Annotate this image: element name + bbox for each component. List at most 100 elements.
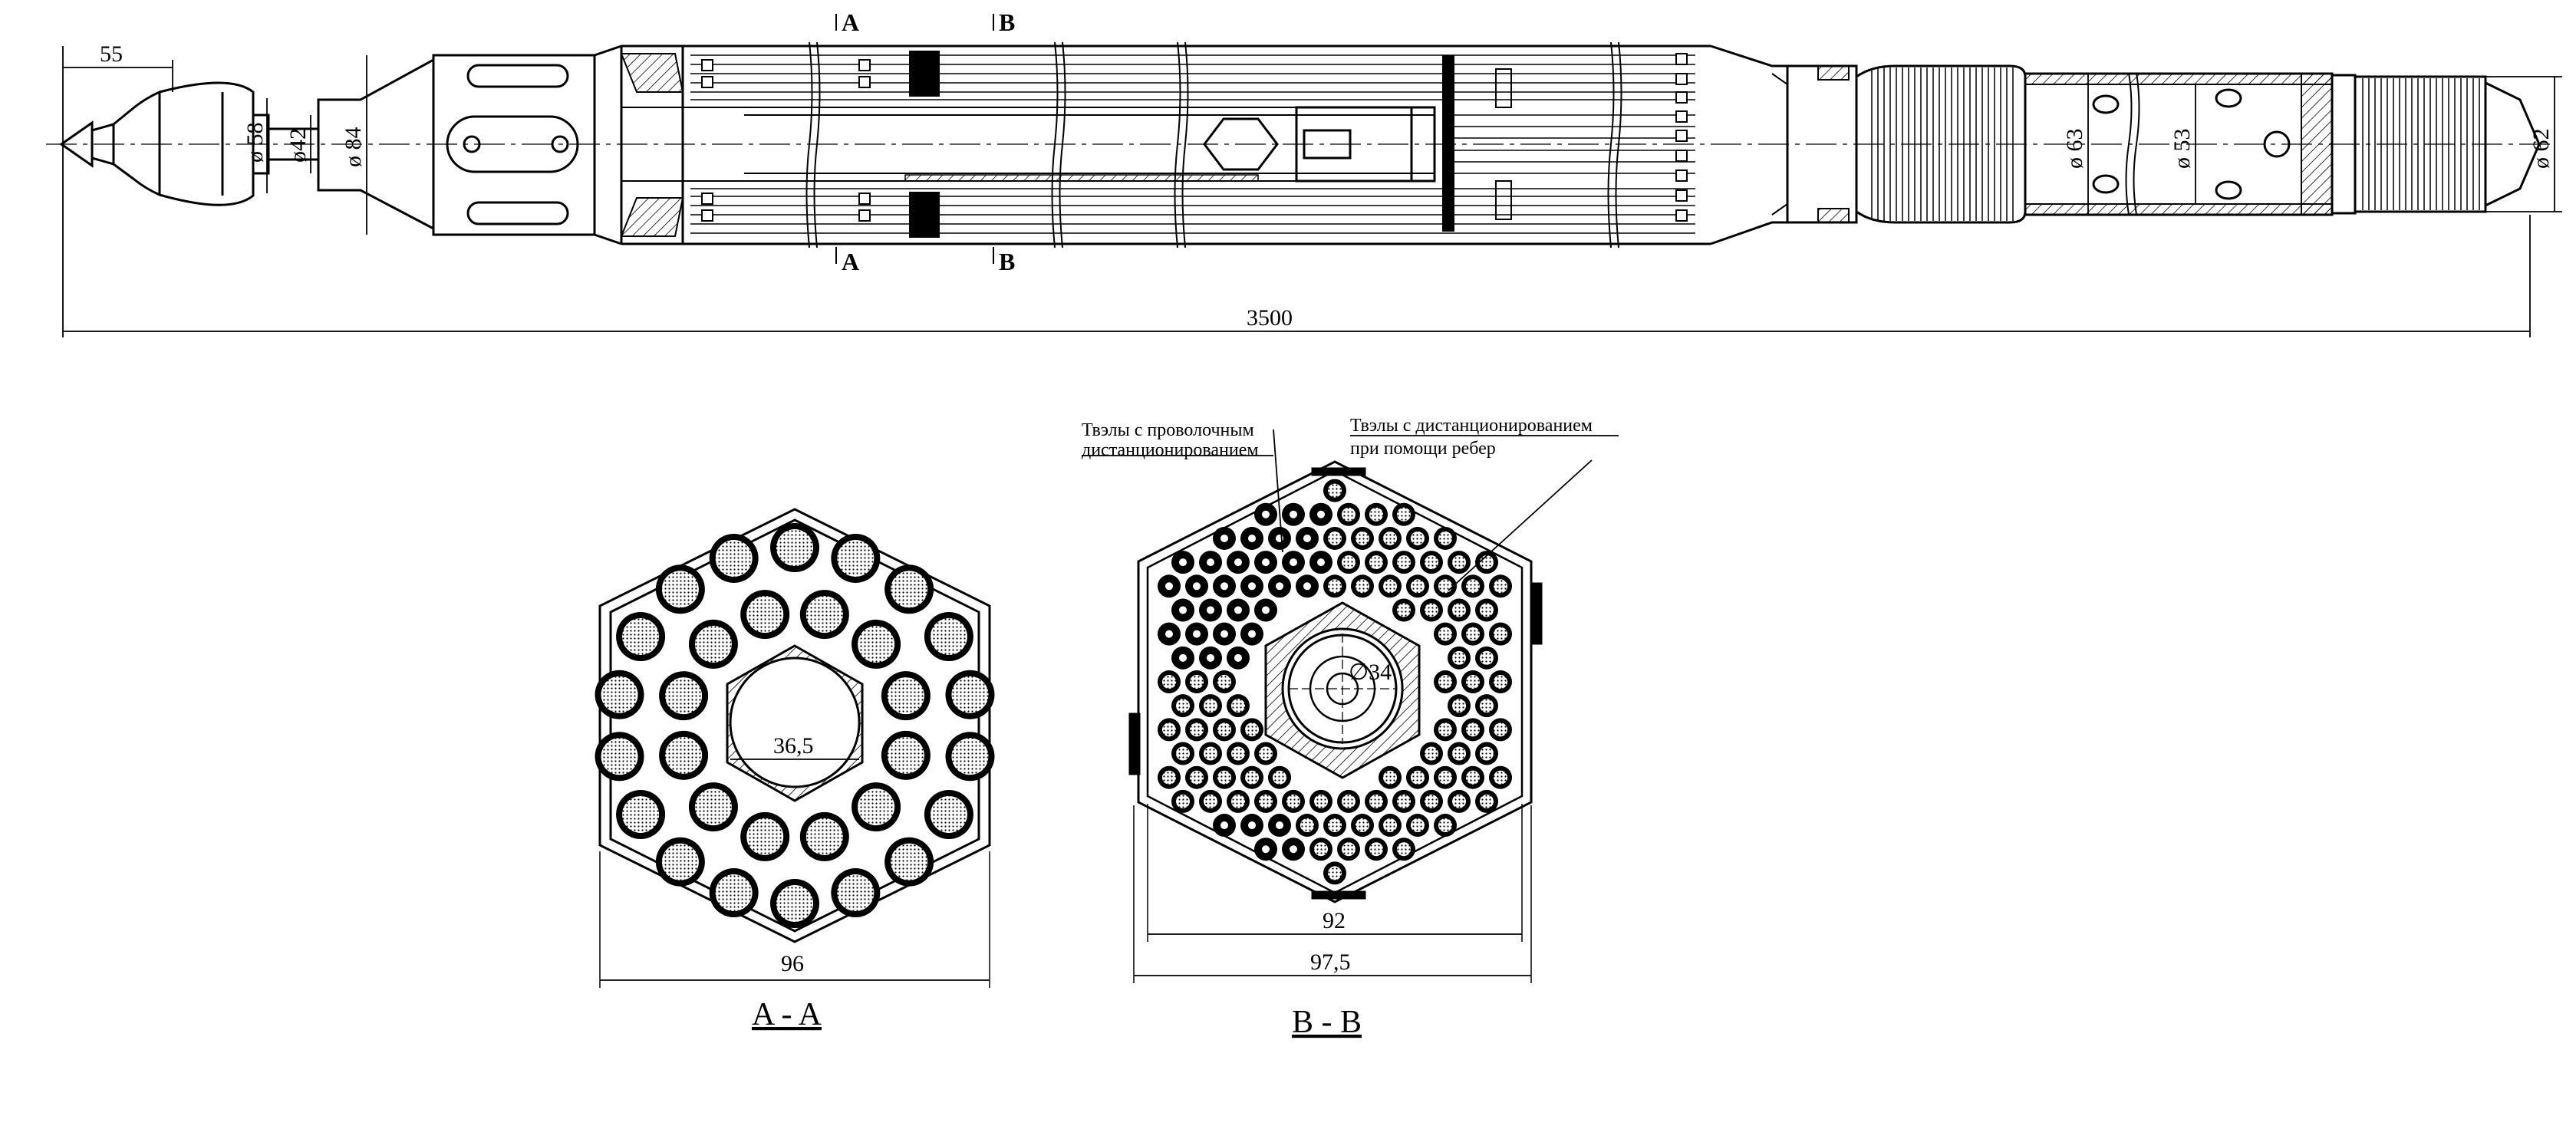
- aa-fuel-pellet: [746, 596, 784, 634]
- bb-fuel-pellet: [1176, 794, 1190, 808]
- bb-fuel-pellet: [1411, 531, 1425, 545]
- bb-spacer-pad: [1530, 582, 1543, 645]
- bb-fuel-pellet: [1438, 579, 1452, 594]
- bb-fuel-pellet: [1342, 794, 1356, 808]
- bb-fuel-pellet: [1300, 818, 1314, 833]
- section-lines: [835, 14, 994, 264]
- bb-fuel-pellet: [1314, 794, 1328, 808]
- bb-fuel-pellet: [1466, 627, 1480, 641]
- aa-fuel-pellet: [858, 625, 895, 663]
- bb-fuel-pellet: [1356, 579, 1369, 594]
- bb-note-wire-line2: дистанционированием: [1082, 440, 1259, 460]
- aa-fuel-pellet: [951, 676, 989, 713]
- bb-fuel-pellet: [1231, 746, 1245, 761]
- bb-rod-core: [1290, 510, 1297, 518]
- bb-rod-core: [1262, 845, 1270, 854]
- dim-d63: ø 63: [2062, 129, 2087, 169]
- rod-end-plugs: [701, 53, 1688, 222]
- section-marker-b-top: B: [999, 8, 1015, 36]
- bb-fuel-pellet: [1397, 842, 1411, 857]
- aa-fuel-pellet: [601, 738, 638, 775]
- bb-note-rib-line1: Твэлы с дистанционированием: [1350, 416, 1593, 436]
- tail-tube: [2024, 72, 2334, 216]
- bb-fuel-pellet: [1383, 579, 1397, 594]
- bb-fuel-pellet: [1204, 794, 1217, 808]
- bb-rod-core: [1317, 558, 1325, 567]
- aa-fuel-pellet: [661, 571, 699, 608]
- bb-fuel-pellet: [1494, 627, 1507, 641]
- aa-fuel-pellet: [891, 843, 928, 880]
- bb-fuel-pellet: [1438, 675, 1452, 689]
- bb-fuel-pellet: [1176, 746, 1190, 761]
- bb-title: B - B: [1292, 1005, 1362, 1040]
- bb-fuel-pellet: [1411, 579, 1425, 594]
- bb-fuel-pellet: [1369, 842, 1383, 857]
- bb-rod-core: [1220, 534, 1228, 542]
- aa-fuel-pellet: [715, 539, 753, 577]
- bb-fuel-pellet: [1438, 770, 1452, 785]
- bb-fuel-pellet: [1162, 722, 1176, 737]
- bb-fuel-pellet: [1452, 650, 1466, 665]
- bb-fuel-rods: [1158, 479, 1512, 885]
- bb-fuel-pellet: [1342, 842, 1356, 857]
- aa-fuel-pellet: [665, 736, 703, 774]
- bb-fuel-pellet: [1369, 507, 1383, 522]
- bb-rod-core: [1303, 534, 1311, 542]
- bb-fuel-pellet: [1204, 699, 1217, 713]
- bb-fuel-pellet: [1452, 794, 1466, 808]
- bb-rod-core: [1290, 558, 1297, 567]
- bb-fuel-pellet: [1369, 555, 1383, 570]
- bb-fuel-pellet: [1259, 794, 1273, 808]
- bb-fuel-pellet: [1217, 770, 1231, 785]
- bb-fuel-pellet: [1494, 675, 1507, 689]
- bb-fuel-pellet: [1356, 818, 1369, 833]
- bb-fuel-pellet: [1245, 770, 1259, 785]
- dim-d62: ø 62: [2528, 129, 2554, 169]
- aa-fuel-pellet: [805, 596, 843, 634]
- aa-fuel-pellet: [837, 874, 875, 912]
- bb-rod-core: [1276, 582, 1283, 591]
- bb-fuel-pellet: [1452, 699, 1466, 713]
- bb-fuel-pellet: [1452, 603, 1466, 617]
- bb-fuel-pellet: [1231, 794, 1245, 808]
- aa-fuel-pellet: [930, 796, 967, 833]
- bb-rod-core: [1248, 821, 1256, 830]
- bb-rod-core: [1179, 653, 1187, 662]
- bb-fuel-pellet: [1342, 507, 1356, 522]
- section-aa: 36,5 96 A - A: [595, 508, 995, 1032]
- aa-wrapper: [598, 508, 991, 943]
- bb-fuel-pellet: [1314, 842, 1328, 857]
- bb-fuel-pellet: [1397, 555, 1411, 570]
- bb-fuel-pellet: [1383, 818, 1397, 833]
- aa-fuel-pellet: [746, 818, 784, 855]
- bb-fuel-pellet: [1494, 579, 1507, 594]
- dim-d84: ø 84: [341, 127, 366, 168]
- section-marker-a-top: A: [842, 8, 859, 36]
- bb-fuel-pellet: [1466, 770, 1480, 785]
- bb-fuel-pellet: [1190, 770, 1204, 785]
- bb-dim-inner-width: 92: [1323, 908, 1346, 933]
- aa-fuel-pellet: [887, 736, 924, 774]
- bb-fuel-pellet: [1383, 531, 1397, 545]
- bb-fuel-pellet: [1438, 531, 1452, 545]
- bb-rod-core: [1248, 582, 1256, 591]
- dim-d53: ø 53: [2169, 129, 2195, 169]
- section-marker-b-bottom: B: [999, 248, 1015, 275]
- bb-fuel-pellet: [1328, 579, 1342, 594]
- aa-fuel-pellet: [694, 625, 732, 663]
- bb-rod-core: [1207, 606, 1214, 614]
- tail-transition: [1710, 44, 1858, 245]
- bb-fuel-pellet: [1480, 794, 1494, 808]
- bb-rod-core: [1193, 582, 1201, 591]
- bb-fuel-pellet: [1356, 531, 1369, 545]
- bb-rod-core: [1290, 845, 1297, 854]
- bb-fuel-pellet: [1466, 579, 1480, 594]
- bb-rod-core: [1165, 630, 1173, 638]
- section-bb: ∅34 Твэлы с проволочным дистанционирован…: [1082, 416, 1619, 1040]
- aa-fuel-pellet: [776, 529, 813, 566]
- aa-fuel-pellet: [858, 788, 895, 826]
- bb-fuel-pellet: [1204, 746, 1217, 761]
- bb-rod-core: [1207, 653, 1214, 662]
- aa-fuel-pellet: [930, 618, 967, 655]
- bb-rod-core: [1248, 630, 1256, 638]
